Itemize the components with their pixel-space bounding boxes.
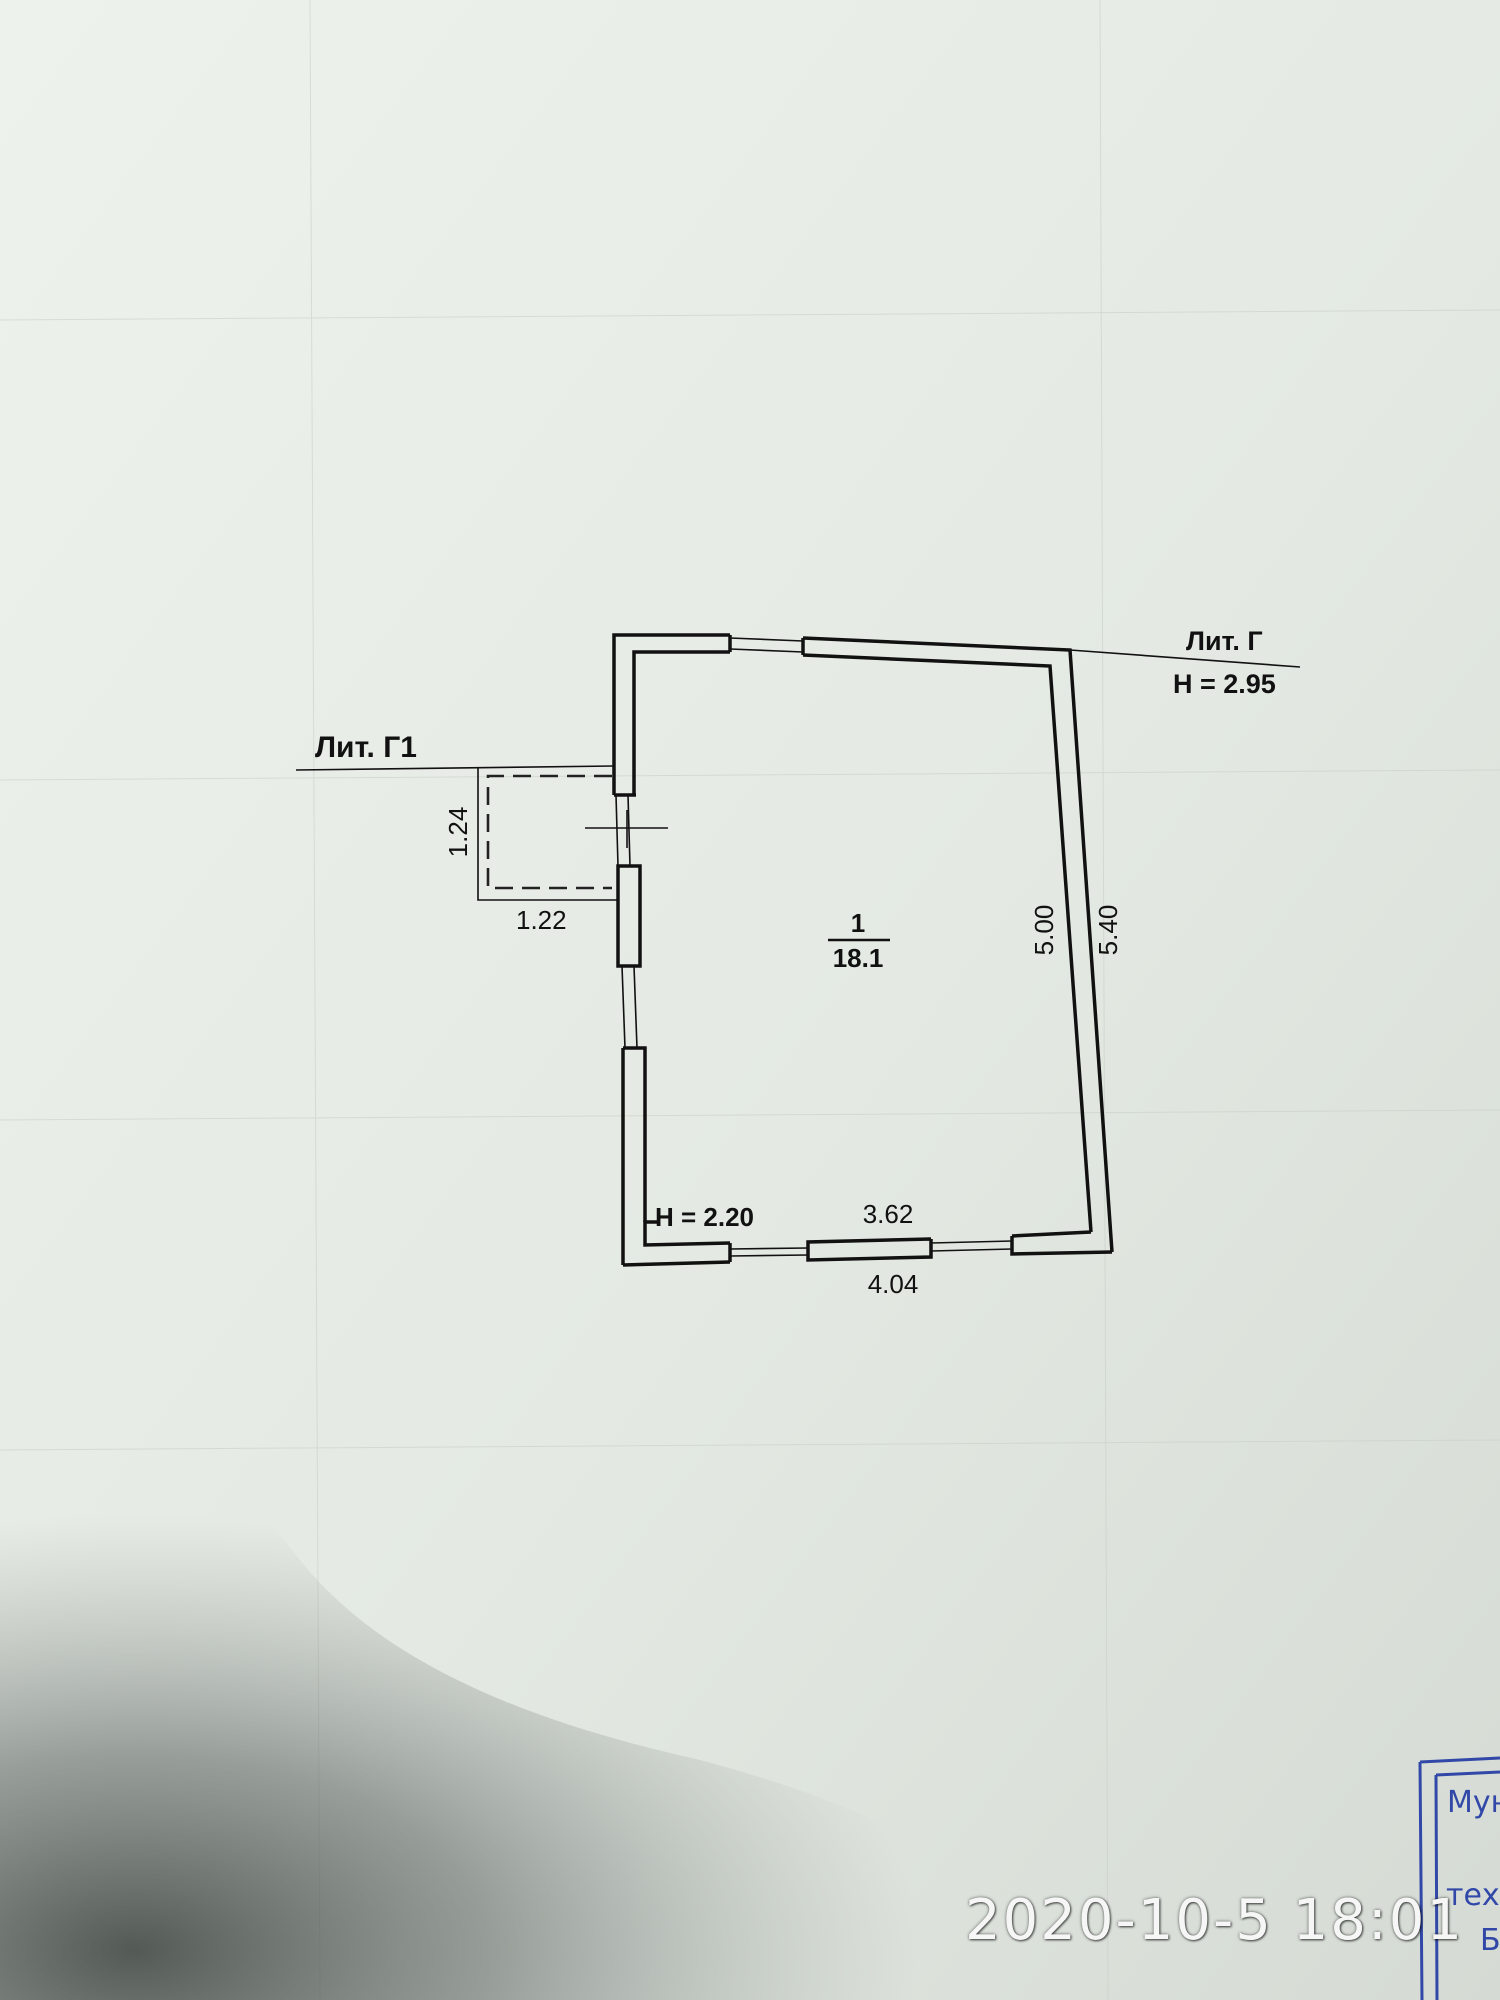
room-area: 18.1 (833, 943, 884, 973)
inner-width-dimension: 3.62 (863, 1199, 914, 1229)
lit-g1-label: Лит. Г1 (315, 731, 417, 764)
annex-width-dimension: 1.22 (516, 905, 567, 935)
stamp-text-line3: Б (1480, 1923, 1500, 1958)
lit-g-leader-line (1069, 649, 1301, 668)
blue-stamp: Мун техн Б (1418, 1756, 1500, 2000)
outer-width-dimension: 4.04 (868, 1269, 919, 1299)
annex-g1 (295, 765, 618, 901)
annex-depth-dimension: 1.24 (443, 807, 473, 858)
lit-g-label: Лит. Г (1186, 626, 1263, 656)
inner-height-label: H = 2.20 (655, 1202, 754, 1232)
windows (585, 637, 1013, 1257)
inner-length-dimension: 5.00 (1029, 905, 1059, 956)
stamp-text-line2: техн (1446, 1878, 1500, 1913)
lit-g-height: H = 2.95 (1173, 669, 1276, 699)
room-number: 1 (851, 908, 865, 938)
hand-shadow (0, 1377, 1120, 2000)
stamp-text-line1: Мун (1447, 1785, 1500, 1820)
photo-timestamp: 2020-10-5 18:01 (965, 1888, 1464, 1953)
outer-length-dimension: 5.40 (1093, 905, 1123, 956)
